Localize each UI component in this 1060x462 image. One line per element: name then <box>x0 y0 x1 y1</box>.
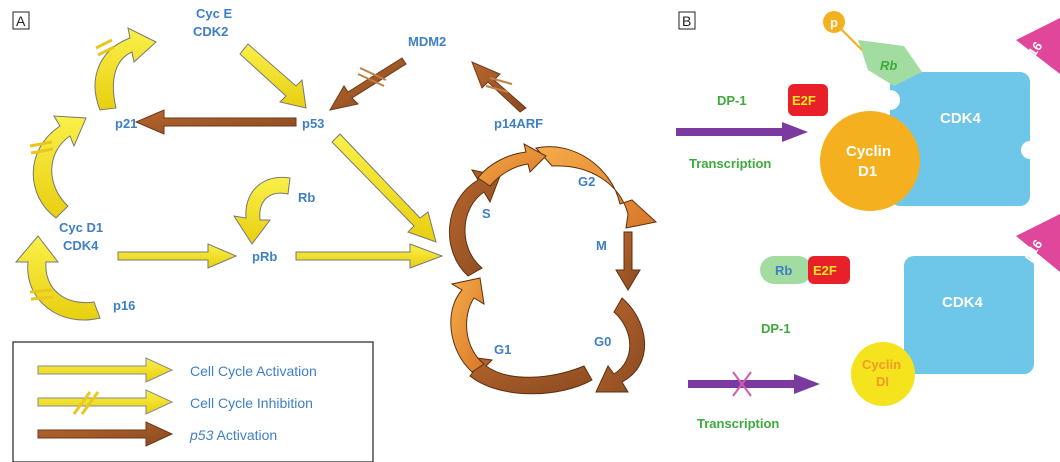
arrow-p14arf-to-mdm2 <box>471 61 527 113</box>
panel-a-tag-box <box>12 11 30 30</box>
panel-b-tag: B <box>682 13 691 29</box>
legend-label-p53-italic: p53 <box>189 427 214 443</box>
cyclin-d1-top <box>820 111 920 211</box>
label-p21: p21 <box>115 116 137 131</box>
curved-arrow-rb <box>232 176 291 245</box>
panel-b: B CDK4 Cyclin D1 Rb p p16 E2F DP-1 Trans… <box>676 11 1060 431</box>
label-d1-top: D1 <box>858 163 877 180</box>
legend-label-inhibition: Cell Cycle Inhibition <box>190 395 313 411</box>
label-transcription-top: Transcription <box>689 156 771 171</box>
panel-b-tag-box <box>678 11 696 30</box>
e2f-block-top <box>788 84 828 116</box>
cycle-arrow-g2 <box>535 146 658 229</box>
label-cdk2: CDK2 <box>193 24 228 39</box>
label-phase-s: S <box>482 206 491 221</box>
label-cyclin-top: Cyclin <box>846 143 891 160</box>
e2f-block-bottom <box>808 256 850 284</box>
phosphate-circle <box>823 11 845 33</box>
cell-cycle-ring <box>449 143 658 395</box>
arrow-cdk4-to-prb <box>117 243 238 269</box>
cycle-arrow-s-top <box>477 143 547 187</box>
label-p16: p16 <box>113 298 135 313</box>
label-e2f-top: E2F <box>792 93 816 108</box>
label-cyc-e: Cyc E <box>196 6 232 21</box>
cycle-arrow-m <box>615 231 641 291</box>
label-p14arf: p14ARF <box>494 116 543 131</box>
arrow-mdm2-to-p53 <box>328 57 407 111</box>
cycle-arrow-g1 <box>450 277 485 373</box>
label-transcription-bottom: Transcription <box>697 416 779 431</box>
curved-arrow-cycd1-to-p21 <box>32 115 87 219</box>
arrow-prb-to-cycle <box>295 243 444 269</box>
legend-label-p53-rest: Activation <box>213 427 277 443</box>
label-di-bottom: DI <box>876 374 889 389</box>
legend-label-activation: Cell Cycle Activation <box>190 363 317 379</box>
label-phase-g0: G0 <box>594 334 611 349</box>
label-prb: pRb <box>252 249 277 264</box>
arrow-p53-to-cycle <box>331 133 437 243</box>
label-cyclin-bottom: Cyclin <box>862 357 901 372</box>
cdk4-block-bottom <box>904 256 1034 374</box>
label-cyc-d1: Cyc D1 <box>59 220 103 235</box>
label-phase-g1: G1 <box>494 342 511 357</box>
cycle-arrow-g0 <box>595 297 646 393</box>
label-cdk4-bottom: CDK4 <box>942 294 983 311</box>
p16-tag-bottom <box>1016 214 1060 272</box>
legend-label-p53: p53 Activation <box>189 427 277 443</box>
inhibition-marks-left <box>29 38 115 301</box>
legend: Cell Cycle Activation Cell Cycle Inhibit… <box>12 341 374 462</box>
rb-block-bottom <box>760 256 812 284</box>
curved-arrow-p21-to-cyce <box>94 27 157 111</box>
inhibition-marks-brown <box>357 67 513 93</box>
label-p53: p53 <box>302 116 324 131</box>
p16-tag-top <box>1016 18 1060 74</box>
cycle-arrow-s <box>449 169 501 277</box>
label-e2f-bottom: E2F <box>813 263 837 278</box>
label-rb-bottom: Rb <box>775 263 792 278</box>
arrow-cdk2-to-p53 <box>239 43 307 109</box>
panel-a: A <box>12 6 658 462</box>
transcription-arrow-top <box>676 122 808 142</box>
transcription-arrow-bottom <box>688 374 820 394</box>
legend-inhibition-marks <box>72 391 100 415</box>
dp1-crescent-bottom <box>740 310 758 346</box>
cdk4-notch-top-2 <box>1021 141 1039 159</box>
curved-arrow-p16-to-cycd1 <box>14 235 101 321</box>
panel-a-tag: A <box>16 13 26 29</box>
label-rb: Rb <box>298 190 315 205</box>
label-cdk4: CDK4 <box>63 238 99 253</box>
label-mdm2: MDM2 <box>408 34 446 49</box>
label-rb-top: Rb <box>880 58 897 73</box>
legend-inhibition-arrow <box>37 389 174 415</box>
phosphate-link <box>837 25 863 51</box>
cdk4-notch-top-1 <box>880 90 900 110</box>
cdk4-block-top <box>890 72 1030 206</box>
dp1-crescent-top <box>766 82 784 118</box>
rb-bound-top <box>858 40 922 86</box>
label-cdk4-top: CDK4 <box>940 110 981 127</box>
label-dp1-bottom: DP-1 <box>761 321 791 336</box>
legend-activation-arrow <box>37 357 174 383</box>
label-phase-g2: G2 <box>578 174 595 189</box>
cyclin-d1-bottom <box>851 342 915 406</box>
label-phase-m: M <box>596 238 607 253</box>
label-p: p <box>830 15 838 30</box>
arrow-p53-to-p21 <box>134 109 297 135</box>
legend-p53-arrow <box>37 421 174 447</box>
label-dp1-top: DP-1 <box>717 93 747 108</box>
transcription-blocked-x <box>732 371 752 397</box>
